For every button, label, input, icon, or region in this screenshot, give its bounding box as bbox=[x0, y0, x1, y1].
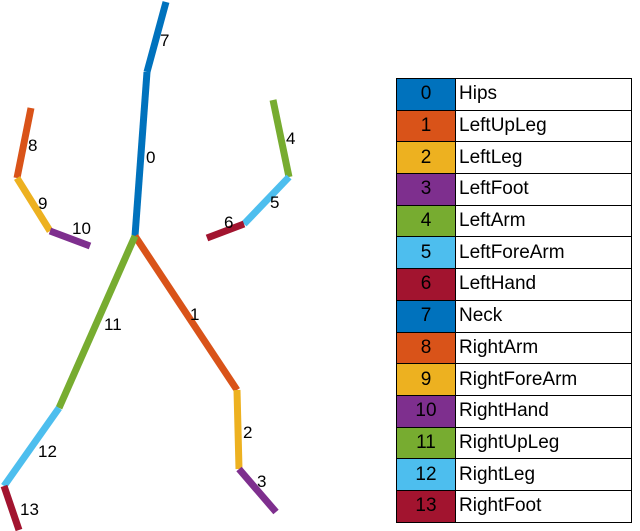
legend-swatch-leftforearm: 5 bbox=[396, 236, 456, 270]
legend-name-rightforearm: RightForeArm bbox=[455, 363, 632, 396]
legend-swatch-lefthand: 6 bbox=[396, 268, 456, 301]
legend-name-leftarm: LeftArm bbox=[455, 204, 632, 238]
bone-righthand bbox=[48, 227, 92, 250]
bone-index-label-rightforearm: 9 bbox=[38, 194, 47, 213]
bone-leftleg bbox=[233, 389, 243, 470]
bone-lefthand bbox=[205, 220, 246, 242]
bone-index-label-rightupleg: 11 bbox=[104, 315, 122, 334]
bone-index-label-lefthand: 6 bbox=[224, 213, 233, 232]
legend-swatch-rightupleg: 11 bbox=[396, 426, 456, 460]
legend-swatch-rightarm: 8 bbox=[396, 331, 456, 365]
bone-rightupleg bbox=[55, 234, 139, 410]
legend-swatch-leftarm: 4 bbox=[396, 204, 456, 238]
legend-swatch-neck: 7 bbox=[396, 299, 456, 333]
legend-name-leftupleg: LeftUpLeg bbox=[455, 109, 632, 143]
bone-rightfoot bbox=[0, 484, 23, 531]
bone-hips bbox=[131, 71, 151, 237]
bone-index-label-leftforearm: 5 bbox=[270, 193, 279, 212]
bone-index-label-neck: 7 bbox=[160, 31, 169, 50]
legend-swatch-rightfoot: 13 bbox=[396, 489, 456, 523]
legend-name-rightfoot: RightFoot bbox=[455, 489, 632, 523]
bone-index-label-leftarm: 4 bbox=[286, 129, 295, 148]
legend-swatch-rightforearm: 9 bbox=[396, 363, 456, 396]
legend-name-leftforearm: LeftForeArm bbox=[455, 236, 632, 270]
legend-swatch-rightleg: 12 bbox=[396, 458, 456, 491]
legend-swatch-leftupleg: 1 bbox=[396, 109, 456, 143]
legend-name-rightarm: RightArm bbox=[455, 331, 632, 365]
bone-index-label-leftleg: 2 bbox=[243, 423, 252, 442]
bone-rightforearm bbox=[14, 176, 53, 233]
legend-swatch-righthand: 10 bbox=[396, 394, 456, 428]
legend-name-lefthand: LeftHand bbox=[455, 268, 632, 301]
bone-leftarm bbox=[269, 99, 293, 178]
legend-name-rightupleg: RightUpLeg bbox=[455, 426, 632, 460]
legend-name-hips: Hips bbox=[455, 78, 632, 111]
bone-index-label-hips: 0 bbox=[146, 148, 155, 167]
bone-index-label-leftupleg: 1 bbox=[190, 305, 199, 324]
bone-rightleg bbox=[1, 405, 62, 489]
legend-name-leftleg: LeftLeg bbox=[455, 141, 632, 175]
bone-index-label-righthand: 10 bbox=[72, 219, 91, 238]
legend-name-neck: Neck bbox=[455, 299, 632, 333]
bone-neck bbox=[143, 1, 170, 73]
legend-name-leftfoot: LeftFoot bbox=[455, 173, 632, 206]
bone-leftfoot bbox=[236, 466, 279, 515]
legend-name-righthand: RightHand bbox=[455, 394, 632, 428]
bone-index-label-leftfoot: 3 bbox=[257, 472, 266, 491]
legend-name-rightleg: RightLeg bbox=[455, 458, 632, 491]
bone-leftupleg bbox=[132, 234, 240, 392]
bone-index-label-rightleg: 12 bbox=[38, 442, 57, 461]
bone-leftforearm bbox=[241, 174, 292, 227]
legend-swatch-leftfoot: 3 bbox=[396, 173, 456, 206]
bone-index-label-rightarm: 8 bbox=[28, 136, 37, 155]
legend-swatch-leftleg: 2 bbox=[396, 141, 456, 175]
legend-swatch-hips: 0 bbox=[396, 78, 456, 111]
bone-index-label-rightfoot: 13 bbox=[20, 500, 39, 519]
bone-rightarm bbox=[13, 107, 35, 179]
